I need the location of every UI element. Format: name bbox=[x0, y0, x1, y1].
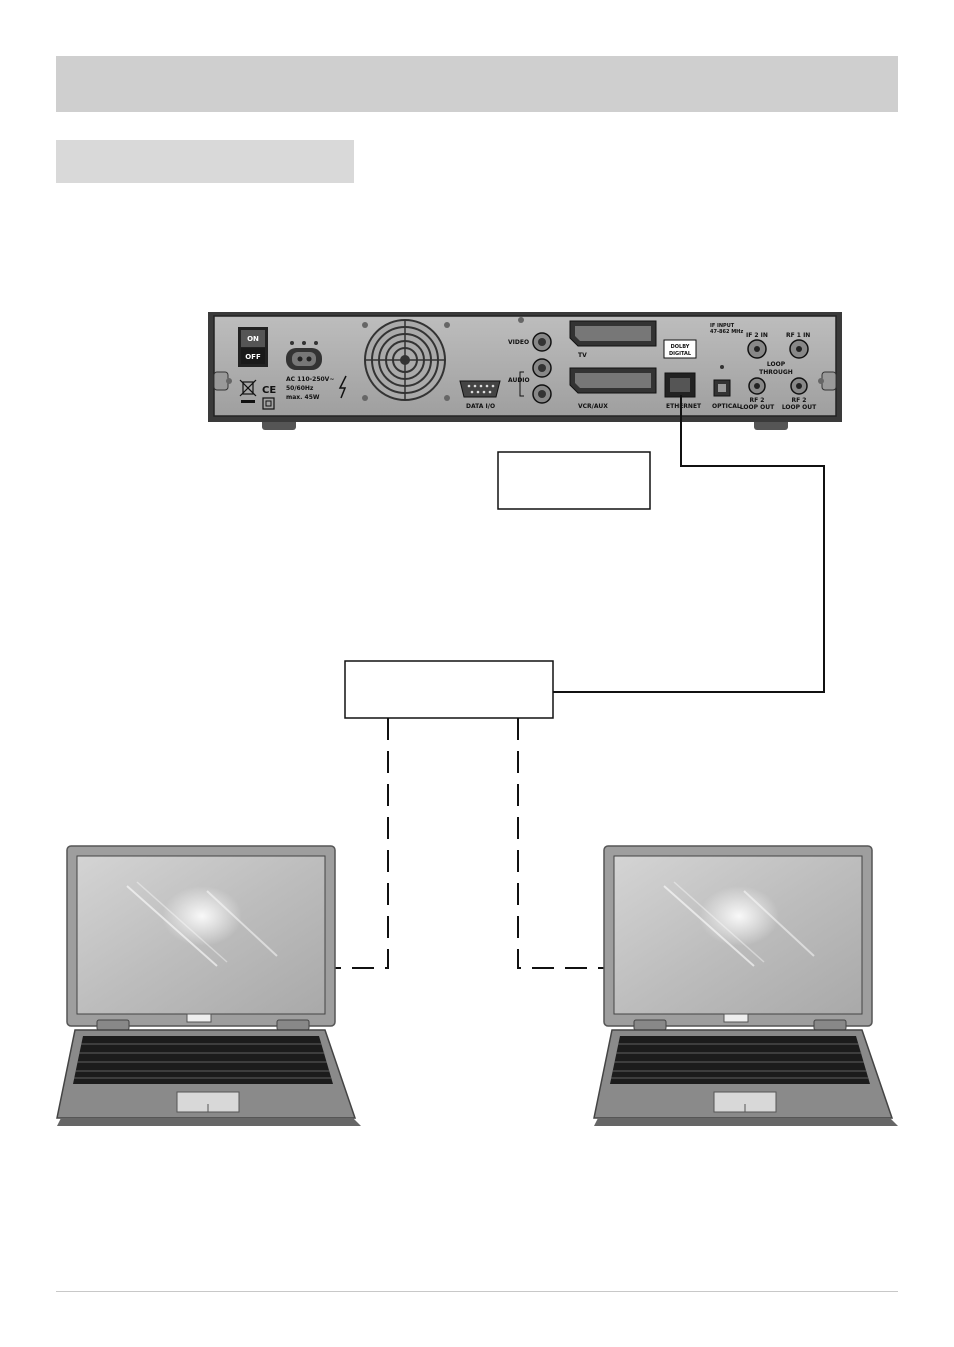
rca-audio-jack-right bbox=[532, 384, 552, 404]
ethernet-port bbox=[664, 372, 696, 398]
loop-out-label-a: LOOP OUT bbox=[740, 404, 775, 411]
ac-rating-line-2: 50/60Hz bbox=[286, 385, 314, 392]
through-label: THROUGH bbox=[759, 369, 793, 376]
if-input-range: 47-862 MHz bbox=[710, 329, 743, 335]
power-off-label: OFF bbox=[245, 353, 261, 361]
rca-audio-jack-left bbox=[532, 358, 552, 378]
power-on-label: ON bbox=[247, 335, 259, 343]
rf2-loop-out-connector-b bbox=[790, 377, 808, 395]
wireless-link-right bbox=[517, 718, 604, 969]
subsection-header-bar bbox=[56, 140, 354, 183]
screw bbox=[444, 322, 450, 328]
section-header-bar bbox=[56, 56, 898, 112]
router-box bbox=[344, 660, 554, 719]
optical-port bbox=[713, 379, 731, 397]
footer-rule bbox=[56, 1291, 898, 1292]
screw bbox=[818, 378, 824, 384]
screw bbox=[362, 322, 368, 328]
if2-in-connector bbox=[747, 339, 767, 359]
video-label: VIDEO bbox=[508, 339, 529, 346]
ac-power-socket bbox=[286, 341, 322, 370]
rf2-label-a: RF 2 bbox=[750, 397, 765, 404]
tv-label: TV bbox=[578, 352, 587, 359]
laptop-left bbox=[56, 845, 361, 1126]
rf2-label-b: RF 2 bbox=[792, 397, 807, 404]
rca-video-jack bbox=[532, 332, 552, 352]
screw bbox=[362, 395, 368, 401]
laptop-keyboard bbox=[73, 1036, 333, 1084]
led-indicator bbox=[720, 365, 724, 369]
ac-rating-line-3: max. 45W bbox=[286, 394, 320, 401]
cable-label-box bbox=[497, 451, 651, 510]
loop-label: LOOP bbox=[767, 361, 786, 368]
audio-label: AUDIO bbox=[508, 377, 530, 384]
scart-tv-port bbox=[569, 320, 657, 347]
bracket-left bbox=[213, 371, 229, 391]
laptop-keyboard bbox=[610, 1036, 870, 1084]
ac-rating-line-1: AC 110-250V~ bbox=[286, 376, 334, 383]
receiver-back-panel: ON OFF AC 110-250V~ 50/60Hz max. 45W CE bbox=[208, 312, 842, 430]
rf1-in-connector bbox=[789, 339, 809, 359]
if-input-label: IF INPUT bbox=[710, 323, 735, 329]
ce-mark: CE bbox=[262, 385, 276, 396]
double-insulation-icon bbox=[262, 397, 275, 410]
if2-in-label: IF 2 IN bbox=[746, 332, 768, 339]
weee-bin-icon bbox=[239, 379, 257, 403]
screw bbox=[226, 378, 232, 384]
ethernet-cable bbox=[553, 395, 825, 693]
data-io-port bbox=[459, 380, 501, 398]
power-switch: ON OFF bbox=[238, 327, 268, 367]
rf2-loop-out-connector-a bbox=[748, 377, 766, 395]
vcr-aux-label: VCR/AUX bbox=[578, 403, 608, 410]
scart-vcr-port bbox=[569, 367, 657, 394]
optical-label: OPTICAL bbox=[712, 403, 741, 410]
cooling-fan-grille bbox=[364, 319, 446, 401]
lightning-warning-icon bbox=[338, 375, 347, 399]
screw bbox=[444, 395, 450, 401]
wireless-link-left bbox=[334, 718, 389, 969]
dolby-text: DOLBY bbox=[671, 344, 690, 350]
bracket-right bbox=[821, 371, 837, 391]
dolby-digital-logo: DOLBY DIGITAL bbox=[663, 339, 697, 359]
data-io-label: DATA I/O bbox=[466, 403, 495, 410]
digital-text: DIGITAL bbox=[669, 351, 692, 357]
laptop-right bbox=[593, 845, 898, 1126]
rf1-in-label: RF 1 IN bbox=[786, 332, 810, 339]
loop-out-label-b: LOOP OUT bbox=[782, 404, 817, 411]
screw bbox=[518, 317, 524, 323]
ethernet-label: ETHERNET bbox=[666, 403, 702, 410]
